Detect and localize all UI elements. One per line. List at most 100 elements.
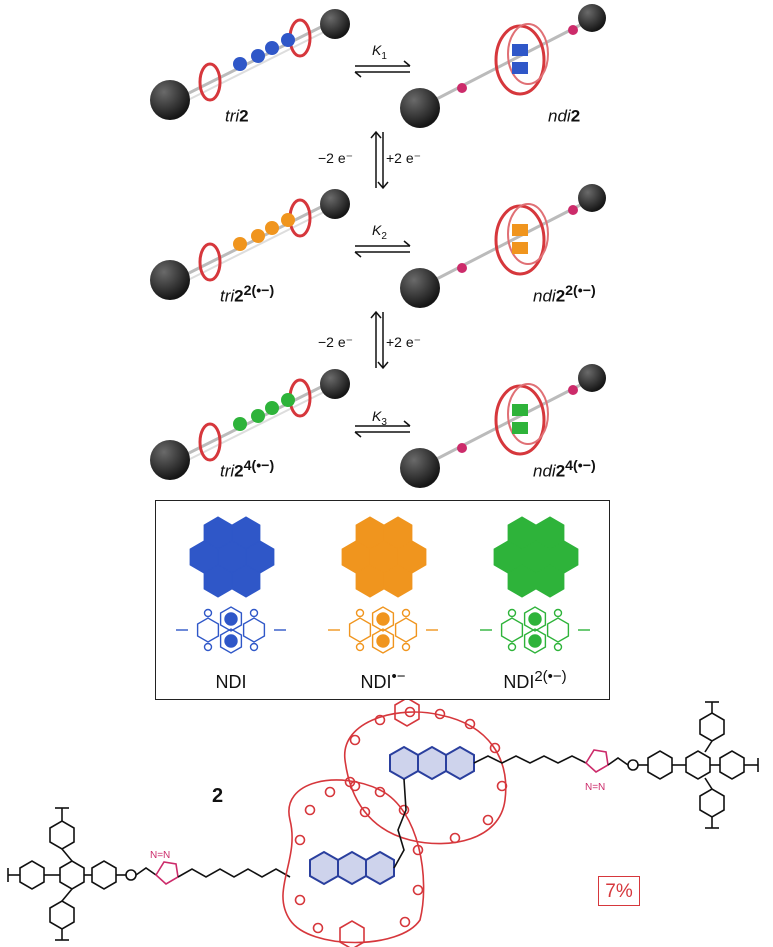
legend-item-ndi-radical-anion: NDI•− — [308, 501, 458, 699]
triazole-marker — [457, 83, 467, 93]
legend-item-ndi-diradical-dianion: NDI2(•−) — [460, 501, 610, 699]
constant-k2: K2 — [372, 222, 387, 242]
crown-ring — [494, 204, 546, 276]
right-triazole — [584, 749, 609, 773]
tri-isomer-row-3 — [150, 369, 350, 480]
ndi-unit — [233, 237, 247, 251]
crown-ring — [507, 383, 549, 445]
ndi-unit — [233, 417, 247, 431]
ndi-unit — [265, 401, 279, 415]
crown-ring — [494, 384, 546, 456]
ndi-unit — [281, 213, 295, 227]
ndi-unit — [265, 221, 279, 235]
legend-item-ndi: NDI — [156, 501, 306, 699]
crown-ether-lower — [282, 779, 425, 947]
ndi-unit — [512, 62, 528, 74]
equilibrium-arrow-row-2 — [354, 240, 411, 258]
label-tri2-2radical: tri22(•−) — [220, 283, 275, 306]
yield-badge: 7% — [598, 876, 640, 906]
ndi-redox-state-legend: NDI NDI•− NDI2(•−) — [155, 500, 610, 700]
stopper-ball — [578, 4, 606, 32]
tri-isomer-row-1 — [150, 9, 350, 120]
legend-label-ndi: NDI — [215, 672, 247, 692]
crown-ring — [507, 203, 549, 265]
left-alkyl-chain — [177, 868, 291, 878]
ndi-unit — [265, 41, 279, 55]
ndi-unit — [512, 44, 528, 56]
legend-label-ndi-radical-anion: NDI•− — [360, 668, 406, 692]
stopper-ball — [320, 9, 350, 39]
right-triazole-label: N=N — [585, 782, 605, 793]
equilibrium-arrow-row-1 — [354, 60, 411, 78]
ndi-structure-drawing — [328, 606, 438, 654]
label-ndi2: ndi2 — [548, 106, 581, 126]
redox-oxidation-label-1: −2 e⁻ — [318, 150, 354, 166]
crown-ring — [494, 24, 546, 96]
triazole-marker — [568, 25, 578, 35]
triazole-marker — [568, 385, 578, 395]
left-triazole-label: N=N — [150, 850, 170, 861]
redox-reduction-label-2: +2 e⁻ — [386, 334, 422, 350]
stopper-ball — [150, 260, 190, 300]
label-ndi2-2radical: ndi22(•−) — [533, 283, 596, 306]
ndi-structure-drawing — [176, 606, 286, 654]
ndi-unit-lower — [309, 850, 395, 886]
ndi-tile-hexagon — [535, 564, 565, 598]
ndi-isomer-row-2 — [400, 184, 606, 308]
ndi-unit — [512, 242, 528, 254]
ndi-unit — [233, 57, 247, 71]
ndi-unit — [251, 229, 265, 243]
central-linker — [393, 778, 407, 869]
ndi-unit — [512, 224, 528, 236]
left-stopper — [7, 807, 157, 941]
left-triazole — [154, 861, 179, 885]
redox-reduction-label-1: +2 e⁻ — [386, 150, 422, 166]
compound-label: 2 — [212, 785, 224, 807]
stopper-ball — [150, 80, 190, 120]
ndi-isomer-row-3 — [400, 364, 606, 488]
crown-ether-upper — [344, 700, 508, 845]
ndi-structure-drawing — [480, 606, 590, 654]
label-tri2: tri2 — [225, 106, 249, 126]
redox-arrow-2 — [370, 310, 389, 370]
constant-k3: K3 — [372, 408, 387, 428]
ndi-tile-hexagon — [383, 564, 413, 598]
crown-ring — [198, 62, 222, 102]
stopper-ball — [578, 364, 606, 392]
ndi-diradical-dianion-graphic — [480, 516, 590, 654]
label-ndi2-4radical: ndi24(•−) — [533, 458, 596, 481]
right-alkyl-chain — [473, 755, 587, 764]
stopper-ball — [320, 369, 350, 399]
right-stopper — [607, 701, 759, 829]
crown-ring — [507, 23, 549, 85]
tri-isomer-row-2 — [150, 189, 350, 300]
ndi-neutral-graphic — [176, 516, 286, 654]
label-tri2-4radical: tri24(•−) — [220, 458, 275, 481]
ndi-unit — [512, 404, 528, 416]
triazole-marker — [457, 443, 467, 453]
triazole-marker — [568, 205, 578, 215]
stopper-ball — [400, 448, 440, 488]
ndi-unit — [281, 33, 295, 47]
constant-k1: K1 — [372, 42, 387, 62]
ndi-tile-hexagon — [231, 564, 261, 598]
ndi-unit — [281, 393, 295, 407]
stopper-ball — [150, 440, 190, 480]
ndi-unit — [512, 422, 528, 434]
ndi-unit — [251, 49, 265, 63]
stopper-ball — [400, 268, 440, 308]
compound-2-structure: N=N N=N — [7, 700, 759, 947]
ndi-radical-anion-graphic — [328, 516, 438, 654]
crown-ring — [198, 242, 222, 282]
crown-ring — [198, 422, 222, 462]
ndi-unit-upper — [389, 745, 475, 781]
ndi-isomer-row-1 — [400, 4, 606, 128]
equilibrium-arrow-row-3 — [354, 420, 411, 438]
ndi-unit — [251, 409, 265, 423]
stopper-ball — [578, 184, 606, 212]
redox-arrow-1 — [370, 130, 389, 190]
legend-label-ndi-diradical-dianion: NDI2(•−) — [503, 668, 567, 692]
redox-oxidation-label-2: −2 e⁻ — [318, 334, 354, 350]
stopper-ball — [320, 189, 350, 219]
stopper-ball — [400, 88, 440, 128]
